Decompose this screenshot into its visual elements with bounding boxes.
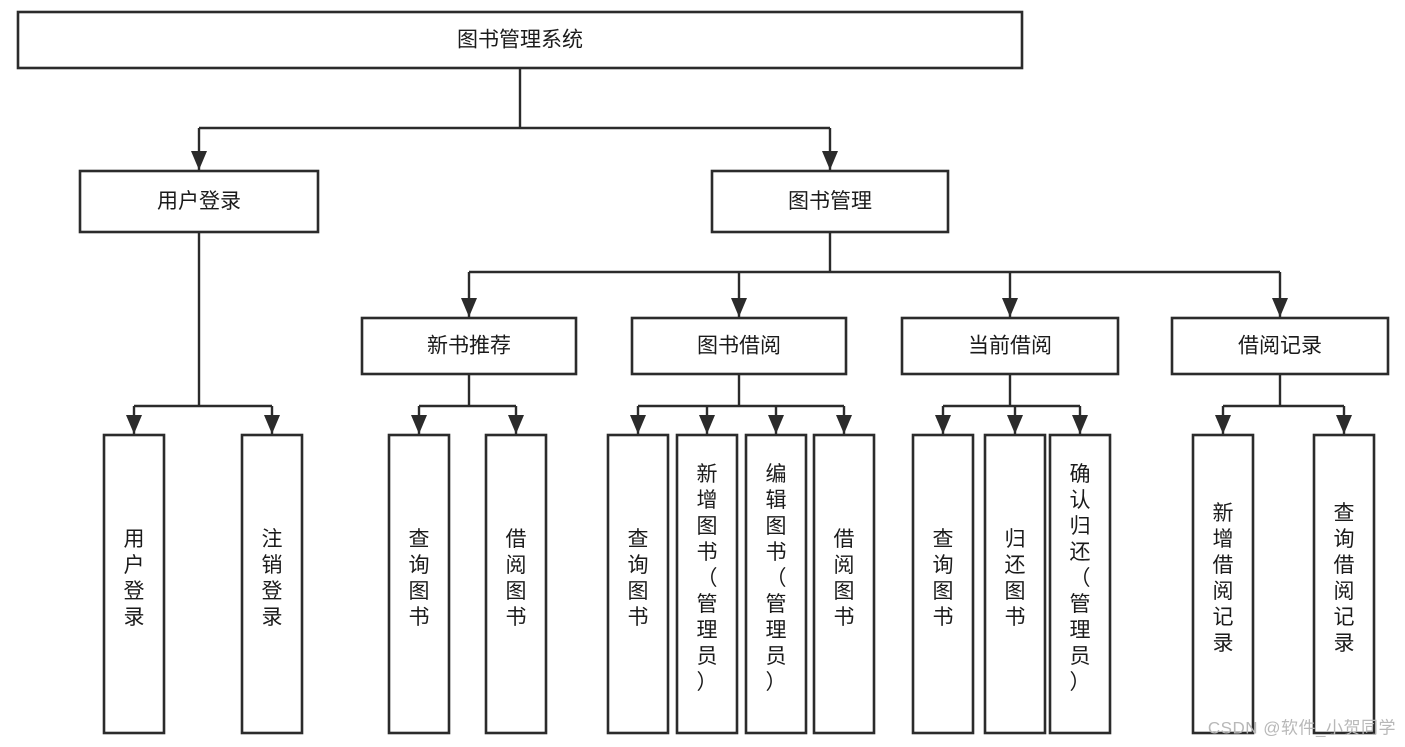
- node-label-new-book-recommend: 新书推荐: [427, 335, 511, 358]
- node-leaf-add-borrow-record[interactable]: 新增借阅记录: [1191, 433, 1255, 735]
- arrow-head-icon-leaf-logout: [264, 415, 280, 434]
- node-label-leaf-confirm-return-admin: 确认归还（管理员）: [1070, 463, 1091, 694]
- node-box-book-management: [710, 169, 950, 234]
- node-box-leaf-query-book-current: [911, 433, 975, 735]
- node-layer: 图书管理系统用户登录图书管理新书推荐图书借阅当前借阅借阅记录用户登录注销登录查询…: [16, 10, 1390, 735]
- node-label-current-borrow: 当前借阅: [968, 335, 1052, 358]
- node-box-leaf-borrow-book-recommend: [484, 433, 548, 735]
- arrow-head-icon-borrow-record: [1272, 298, 1288, 317]
- arrow-head-icon-user-login: [191, 151, 207, 170]
- arrow-head-icon-leaf-confirm-return-admin: [1072, 415, 1088, 434]
- node-leaf-borrow-book[interactable]: 借阅图书: [812, 433, 876, 735]
- node-label-leaf-query-book-borrow: 查询图书: [628, 528, 649, 629]
- node-leaf-borrow-book-recommend[interactable]: 借阅图书: [484, 433, 548, 735]
- node-label-leaf-borrow-book-recommend: 借阅图书: [506, 528, 527, 629]
- node-label-borrow-record: 借阅记录: [1238, 335, 1322, 358]
- node-book-borrow[interactable]: 图书借阅: [630, 316, 848, 376]
- node-box-leaf-add-book-admin: [675, 433, 739, 735]
- node-box-leaf-confirm-return-admin: [1048, 433, 1112, 735]
- node-box-borrow-record: [1170, 316, 1390, 376]
- node-label-book-borrow: 图书借阅: [697, 335, 781, 358]
- arrow-head-icon-book-management: [822, 151, 838, 170]
- arrow-head-icon-leaf-edit-book-admin: [768, 415, 784, 434]
- arrow-head-icon-leaf-query-borrow-record: [1336, 415, 1352, 434]
- node-box-root: [16, 10, 1024, 70]
- node-new-book-recommend[interactable]: 新书推荐: [360, 316, 578, 376]
- node-box-leaf-query-book-borrow: [606, 433, 670, 735]
- node-box-leaf-edit-book-admin: [744, 433, 808, 735]
- node-box-new-book-recommend: [360, 316, 578, 376]
- node-box-leaf-user-login: [102, 433, 166, 735]
- node-root[interactable]: 图书管理系统: [16, 10, 1024, 70]
- node-leaf-return-book[interactable]: 归还图书: [983, 433, 1047, 735]
- csdn-watermark: CSDN @软件_小贺同学: [1208, 718, 1396, 737]
- arrow-head-icon-new-book-recommend: [461, 298, 477, 317]
- node-box-book-borrow: [630, 316, 848, 376]
- node-label-book-management: 图书管理: [788, 190, 872, 213]
- arrow-head-icon-leaf-borrow-book: [836, 415, 852, 434]
- arrow-head-icon-leaf-query-book-recommend: [411, 415, 427, 434]
- arrow-head-icon-leaf-add-borrow-record: [1215, 415, 1231, 434]
- node-box-leaf-query-borrow-record: [1312, 433, 1376, 735]
- node-box-leaf-logout: [240, 433, 304, 735]
- node-box-user-login: [78, 169, 320, 234]
- node-leaf-add-book-admin[interactable]: 新增图书（管理员）: [675, 433, 739, 735]
- node-box-leaf-borrow-book: [812, 433, 876, 735]
- node-user-login[interactable]: 用户登录: [78, 169, 320, 234]
- node-leaf-edit-book-admin[interactable]: 编辑图书（管理员）: [744, 433, 808, 735]
- node-current-borrow[interactable]: 当前借阅: [900, 316, 1120, 376]
- node-label-leaf-edit-book-admin: 编辑图书（管理员）: [766, 463, 787, 694]
- node-book-management[interactable]: 图书管理: [710, 169, 950, 234]
- node-box-leaf-return-book: [983, 433, 1047, 735]
- node-label-leaf-add-borrow-record: 新增借阅记录: [1213, 502, 1234, 655]
- node-label-leaf-query-book-recommend: 查询图书: [409, 528, 430, 629]
- node-label-root: 图书管理系统: [457, 29, 583, 52]
- arrow-head-icon-current-borrow: [1002, 298, 1018, 317]
- arrow-head-icon-leaf-add-book-admin: [699, 415, 715, 434]
- node-leaf-query-book-recommend[interactable]: 查询图书: [387, 433, 451, 735]
- node-label-leaf-return-book: 归还图书: [1005, 528, 1026, 629]
- arrow-head-icon-leaf-user-login: [126, 415, 142, 434]
- node-label-leaf-query-book-current: 查询图书: [933, 528, 954, 629]
- node-label-user-login: 用户登录: [157, 190, 241, 213]
- node-leaf-confirm-return-admin[interactable]: 确认归还（管理员）: [1048, 433, 1112, 735]
- node-borrow-record[interactable]: 借阅记录: [1170, 316, 1390, 376]
- arrow-head-icon-leaf-borrow-book-recommend: [508, 415, 524, 434]
- node-box-leaf-query-book-recommend: [387, 433, 451, 735]
- arrow-head-icon-leaf-query-book-current: [935, 415, 951, 434]
- node-label-leaf-user-login: 用户登录: [124, 528, 145, 629]
- node-leaf-query-book-current[interactable]: 查询图书: [911, 433, 975, 735]
- arrow-head-icon-book-borrow: [731, 298, 747, 317]
- arrow-head-icon-leaf-query-book-borrow: [630, 415, 646, 434]
- node-label-leaf-query-borrow-record: 查询借阅记录: [1334, 502, 1355, 655]
- arrow-head-icon-leaf-return-book: [1007, 415, 1023, 434]
- node-label-leaf-borrow-book: 借阅图书: [834, 528, 855, 629]
- node-label-leaf-add-book-admin: 新增图书（管理员）: [697, 463, 718, 694]
- node-leaf-logout[interactable]: 注销登录: [240, 433, 304, 735]
- node-box-leaf-add-borrow-record: [1191, 433, 1255, 735]
- node-leaf-query-book-borrow[interactable]: 查询图书: [606, 433, 670, 735]
- connector-layer: [126, 68, 1352, 434]
- node-leaf-query-borrow-record[interactable]: 查询借阅记录: [1312, 433, 1376, 735]
- node-label-leaf-logout: 注销登录: [262, 528, 283, 629]
- node-box-current-borrow: [900, 316, 1120, 376]
- node-leaf-user-login[interactable]: 用户登录: [102, 433, 166, 735]
